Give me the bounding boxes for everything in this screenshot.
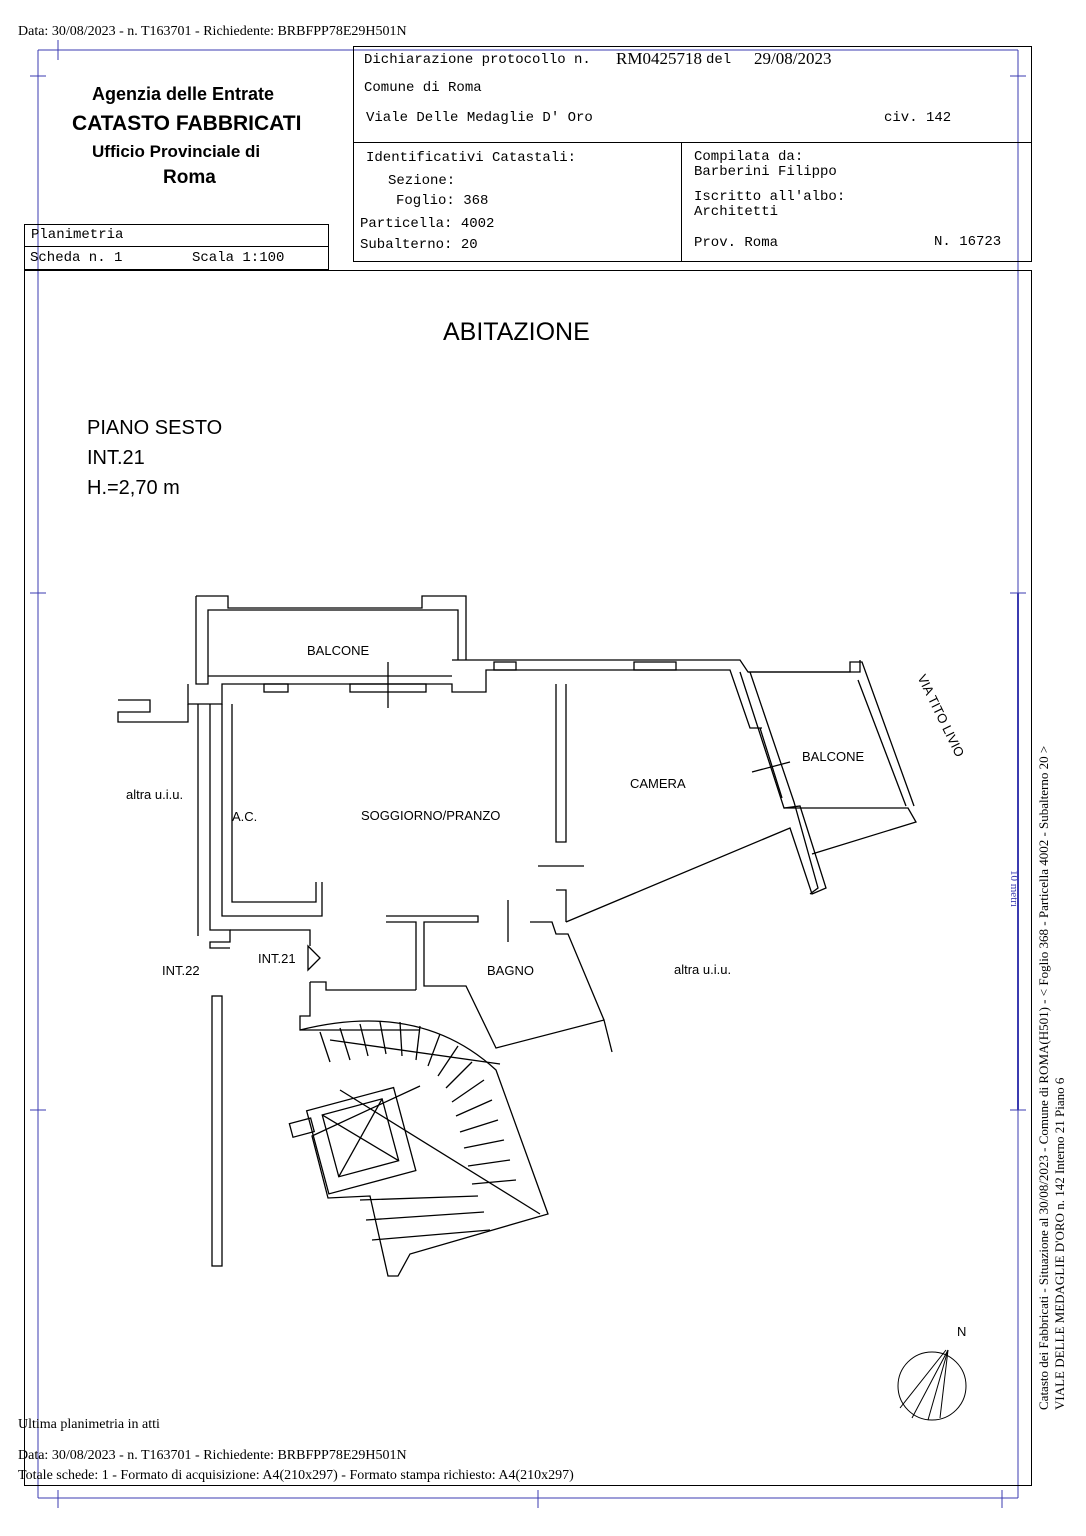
- room-balcone-right: BALCONE: [802, 749, 865, 764]
- agency-name: Agenzia delle Entrate: [92, 84, 275, 104]
- ultima-planimetria: Ultima planimetria in atti: [18, 1417, 160, 1432]
- interior-label: INT.21: [87, 447, 145, 469]
- footer-data-line: Data: 30/08/2023 - n. T163701 - Richiede…: [18, 1448, 407, 1463]
- subalterno-label: Subalterno: 20: [360, 237, 478, 253]
- protocollo-number: RM0425718: [616, 49, 702, 68]
- planimetria-box: [24, 224, 329, 270]
- label-int22: INT.22: [162, 963, 200, 978]
- agency-city: Roma: [163, 167, 216, 188]
- label-int21: INT.21: [258, 951, 296, 966]
- top-request-line: Data: 30/08/2023 - n. T163701 - Richiede…: [18, 24, 407, 39]
- balcony-top-outline: [196, 595, 467, 660]
- iscritto-label: Iscritto all'albo:: [694, 189, 846, 205]
- dichiarazione-label: Dichiarazione protocollo n.: [364, 52, 591, 68]
- room-balcone-top: BALCONE: [307, 643, 370, 658]
- plan-frame: [24, 270, 1032, 1486]
- numero-albo: N. 16723: [934, 234, 1002, 250]
- compilata-label: Compilata da:: [694, 149, 804, 165]
- room-altra-right: altra u.i.u.: [674, 962, 732, 977]
- comune: Comune di Roma: [364, 80, 482, 96]
- header-table: [353, 46, 1032, 262]
- room-bagno: BAGNO: [487, 963, 534, 978]
- room-soggiorno: SOGGIORNO/PRANZO: [361, 808, 501, 823]
- planimetria-divider: [24, 246, 329, 247]
- floor-label: PIANO SESTO: [87, 417, 223, 439]
- address: Viale Delle Medaglie D' Oro: [366, 110, 593, 126]
- sezione-label: Sezione:: [388, 173, 456, 189]
- room-altra-left: altra u.i.u.: [126, 787, 184, 802]
- footer-totale-line: Totale schede: 1 - Formato di acquisizio…: [18, 1468, 574, 1483]
- agency-department: CATASTO FABBRICATI: [72, 112, 302, 135]
- side-text-line2: VIALE DELLE MEDAGLIE D'ORO n. 142 Intern…: [1052, 1077, 1067, 1410]
- foglio-label: Foglio: 368: [396, 193, 489, 209]
- particella-label: Particella: 4002: [360, 216, 495, 232]
- north-arrow-icon: [897, 1349, 967, 1421]
- identificativi-label: Identificativi Catastali:: [366, 150, 577, 166]
- room-ac: A.C.: [232, 809, 258, 824]
- room-camera: CAMERA: [630, 776, 686, 791]
- header-table-column: [681, 142, 682, 262]
- header-table-divider: [353, 142, 1032, 143]
- protocollo-date: 29/08/2023: [754, 49, 832, 68]
- plan-title: ABITAZIONE: [443, 318, 590, 346]
- planimetria-label: Planimetria: [31, 227, 124, 243]
- compilata-name: Barberini Filippo: [694, 164, 837, 180]
- north-label: N: [957, 1324, 967, 1339]
- prov-label: Prov. Roma: [694, 235, 779, 251]
- civico: civ. 142: [884, 110, 952, 126]
- del-label: del: [706, 52, 732, 68]
- agency-office: Ufficio Provinciale di: [92, 142, 261, 161]
- scheda-label: Scheda n. 1: [30, 250, 123, 266]
- scale-bar-label: 10 metri: [1008, 870, 1020, 907]
- height-label: H.=2,70 m: [87, 477, 180, 499]
- side-text-line1: Catasto dei Fabbricati - Situazione al 3…: [1036, 745, 1051, 1410]
- scala-label: Scala 1:100: [192, 250, 285, 266]
- iscritto-value: Architetti: [694, 204, 779, 220]
